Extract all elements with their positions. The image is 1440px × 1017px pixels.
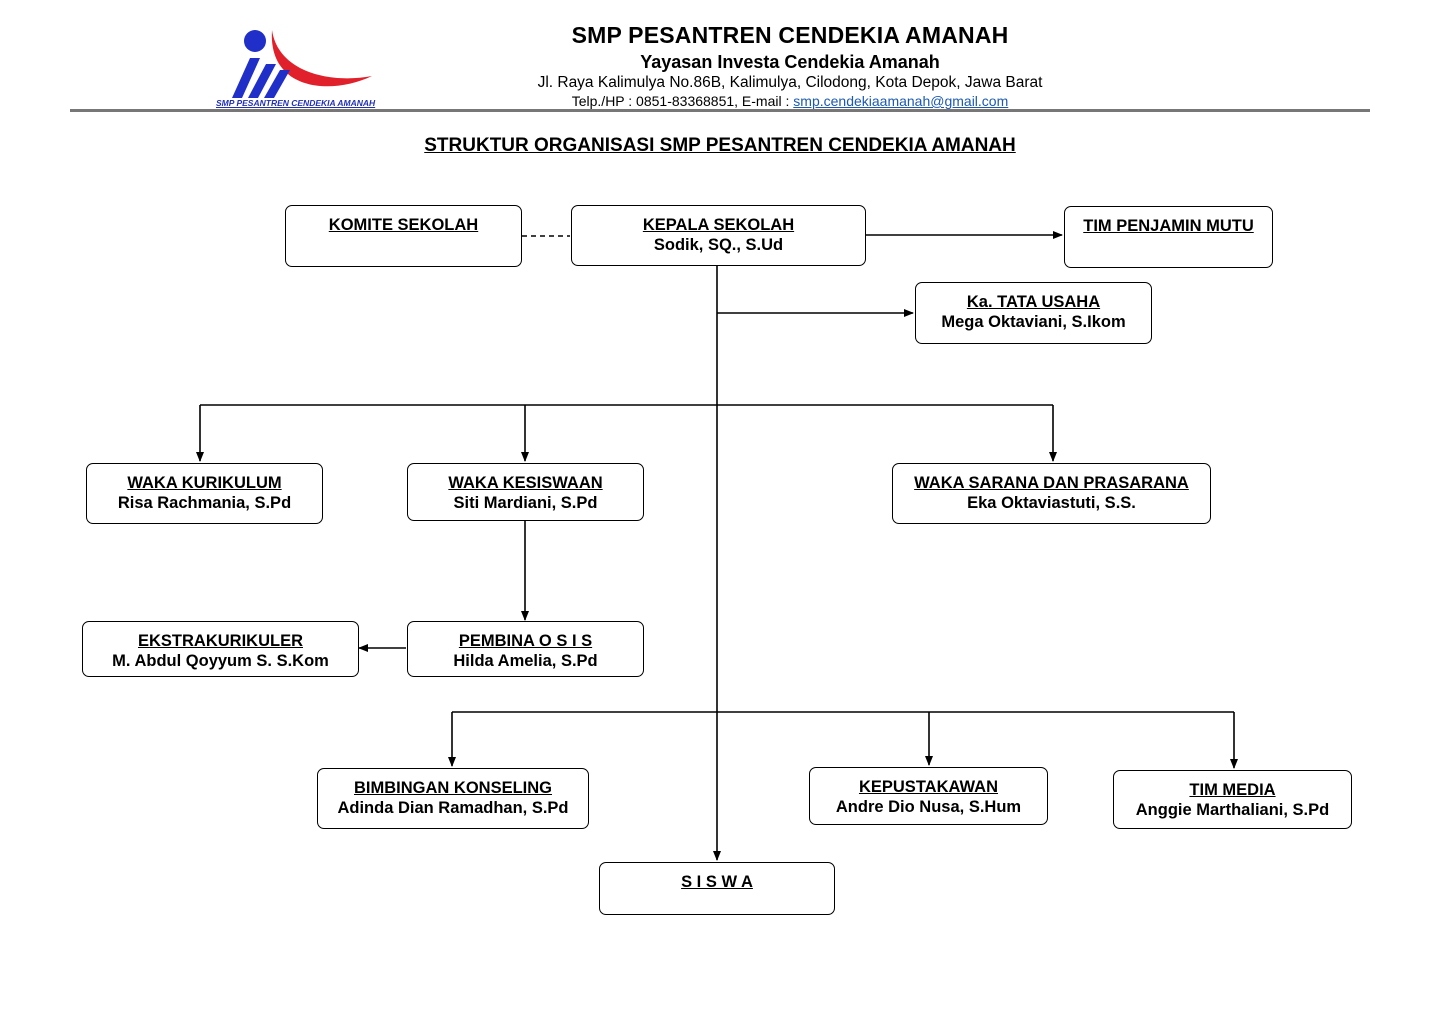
page-title: STRUKTUR ORGANISASI SMP PESANTREN CENDEK… (424, 135, 1016, 156)
logo-stripe-3 (264, 70, 290, 98)
logo-caption: SMP PESANTREN CENDEKIA AMANAH (216, 98, 376, 108)
role-label: WAKA KESISWAAN (448, 474, 603, 492)
person-name: Anggie Marthaliani, S.Pd (1135, 801, 1330, 819)
person-name: Hilda Amelia, S.Pd (453, 652, 598, 670)
person-name: Andre Dio Nusa, S.Hum (835, 798, 1022, 816)
box-komite-sekolah: KOMITE SEKOLAH (285, 205, 522, 267)
box-waka-kesiswaan: WAKA KESISWAAN Siti Mardiani, S.Pd (407, 463, 644, 521)
box-waka-sarpras: WAKA SARANA DAN PRASARANA Eka Oktaviastu… (892, 463, 1211, 524)
box-kepustakawan: KEPUSTAKAWAN Andre Dio Nusa, S.Hum (809, 767, 1048, 825)
logo-stripe-1 (232, 58, 260, 98)
box-tata-usaha: Ka. TATA USAHA Mega Oktaviani, S.Ikom (915, 282, 1152, 344)
email-link[interactable]: smp.cendekiaamanah@gmail.com (793, 93, 1009, 109)
logo-stripe-2 (248, 64, 276, 98)
school-name: SMP PESANTREN CENDEKIA AMANAH (571, 22, 1009, 48)
contact-prefix: Telp./HP : 0851-83368851, E-mail : (571, 93, 794, 109)
role-label: KEPUSTAKAWAN (858, 778, 999, 796)
box-ekstrakurikuler: EKSTRAKURIKULER M. Abdul Qoyyum S. S.Kom (82, 621, 359, 677)
box-siswa: S I S W A (599, 862, 835, 915)
role-label: Ka. TATA USAHA (966, 293, 1101, 311)
role-label: PEMBINA O S I S (458, 632, 593, 650)
box-kepala-sekolah: KEPALA SEKOLAH Sodik, SQ., S.Ud (571, 205, 866, 266)
role-label: WAKA SARANA DAN PRASARANA (914, 474, 1189, 492)
header-divider (70, 109, 1370, 112)
box-bimbingan-konseling: BIMBINGAN KONSELING Adinda Dian Ramadhan… (317, 768, 589, 829)
box-pembina-osis: PEMBINA O S I S Hilda Amelia, S.Pd (407, 621, 644, 677)
logo-circle (244, 30, 266, 52)
box-tim-media: TIM MEDIA Anggie Marthaliani, S.Pd (1113, 770, 1352, 829)
school-logo (232, 30, 372, 98)
role-label: KOMITE SEKOLAH (328, 216, 479, 234)
person-name: Siti Mardiani, S.Pd (453, 494, 598, 512)
role-label: EKSTRAKURIKULER (138, 632, 303, 650)
role-label: WAKA KURIKULUM (127, 474, 282, 492)
person-name: Risa Rachmania, S.Pd (117, 494, 292, 512)
box-tim-penjamin-mutu: TIM PENJAMIN MUTU (1064, 206, 1273, 268)
role-label: S I S W A (681, 873, 753, 891)
person-name: Eka Oktaviastuti, S.S. (967, 494, 1136, 512)
foundation-name: Yayasan Investa Cendekia Amanah (640, 52, 940, 72)
role-label: TIM MEDIA (1189, 781, 1276, 799)
logo-swoosh (271, 30, 372, 87)
person-name: M. Abdul Qoyyum S. S.Kom (112, 652, 329, 670)
contact-line: Telp./HP : 0851-83368851, E-mail : smp.c… (440, 93, 1140, 109)
role-label: KEPALA SEKOLAH (642, 216, 795, 234)
school-address: Jl. Raya Kalimulya No.86B, Kalimulya, Ci… (537, 74, 1043, 91)
person-name: Mega Oktaviani, S.Ikom (941, 313, 1126, 331)
role-label: TIM PENJAMIN MUTU (1083, 217, 1254, 235)
role-label: BIMBINGAN KONSELING (354, 779, 552, 797)
box-waka-kurikulum: WAKA KURIKULUM Risa Rachmania, S.Pd (86, 463, 323, 524)
person-name: Adinda Dian Ramadhan, S.Pd (337, 799, 569, 817)
person-name: Sodik, SQ., S.Ud (653, 236, 784, 254)
